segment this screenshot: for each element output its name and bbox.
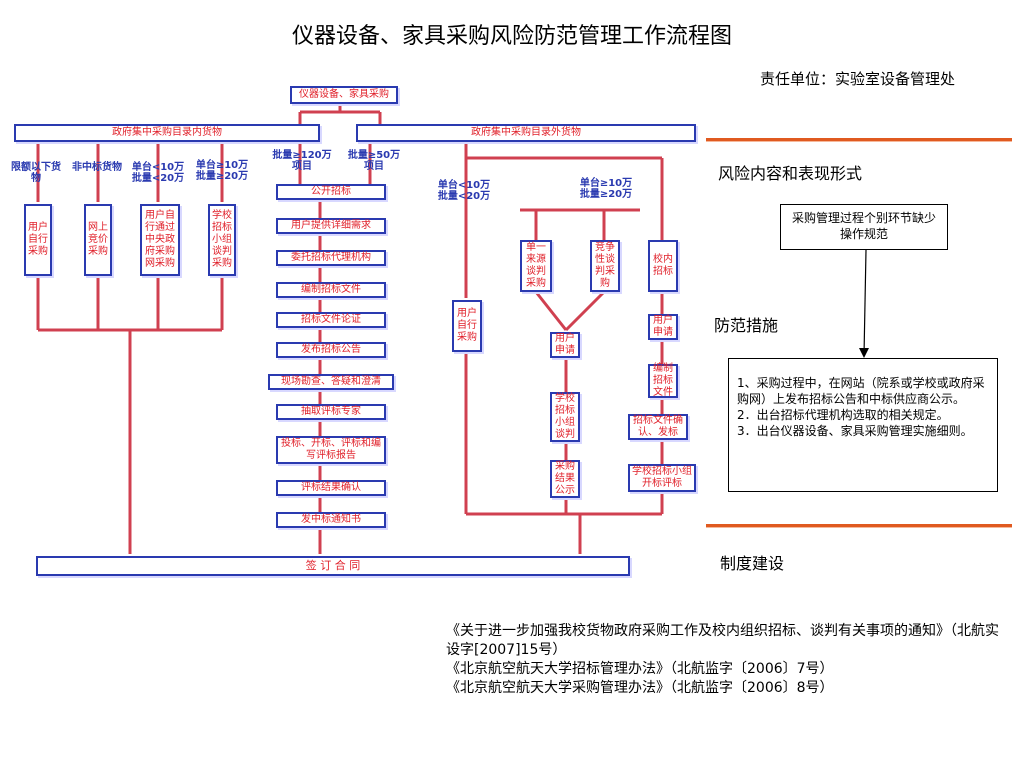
- box-central-gov-purchase: 用户自行通过中央政府采购网采购: [140, 204, 180, 276]
- step-open-bidding: 公开招标: [276, 184, 386, 200]
- box-col2-user-request: 用户申请: [648, 314, 678, 340]
- box-competitive-negotiation: 竞争性谈判采购: [590, 240, 620, 292]
- heading-measures: 防范措施: [714, 316, 779, 335]
- label-under-10w: 单台<10万 批量<20万: [131, 162, 185, 184]
- branch-out-catalog: 政府集中采购目录外货物: [356, 124, 696, 142]
- measures-box: 1、采购过程中，在网站（院系或学校或政府采购网）上发布招标公告和中标供应商公示。…: [728, 358, 998, 492]
- box-sign-contract: 签 订 合 同: [36, 556, 630, 576]
- page-title: 仪器设备、家具采购风险防范管理工作流程图: [291, 24, 732, 49]
- box-col1-negotiation: 学校招标小组谈判: [550, 392, 580, 442]
- box-col2-prepare-docs: 编制招标文件: [648, 363, 678, 398]
- reference-item: 《关于进一步加强我校货物政府采购工作及校内组织招标、谈判有关事项的通知》（北航实…: [446, 623, 999, 658]
- label-over-10w: 单台≥10万 批量≥20万: [195, 160, 249, 182]
- box-col2-confirm-issue: 招标文件确认、发标: [628, 414, 688, 440]
- reference-item: 《北京航空航天大学招标管理办法》（北航监字〔2006〕7号）: [446, 661, 834, 677]
- box-col1-user-request: 用户申请: [550, 332, 580, 358]
- reference-list: 《关于进一步加强我校货物政府采购工作及校内组织招标、谈判有关事项的通知》（北航实…: [446, 622, 1006, 698]
- label-120w: 批量≥120万 项目: [272, 150, 332, 172]
- divider-risk: [706, 138, 1012, 142]
- heading-system: 制度建设: [720, 554, 785, 573]
- step-agency: 委托招标代理机构: [276, 250, 386, 266]
- measure-1: 1、采购过程中，在网站（院系或学校或政府采购网）上发布招标公告和中标供应商公示。: [737, 376, 985, 406]
- box-col1-publicity: 采购结果公示: [550, 460, 580, 498]
- step-site-visit: 现场勘查、答疑和澄清: [268, 374, 394, 390]
- box-right-self-purchase: 用户自行采购: [452, 300, 482, 352]
- box-internal-bidding: 校内招标: [648, 240, 678, 292]
- label-below-limit: 限额以下货物: [11, 162, 61, 184]
- box-online-bidding: 网上竞价采购: [84, 204, 112, 276]
- step-publish-notice: 发布招标公告: [276, 342, 386, 358]
- step-bid-evaluation: 投标、开标、评标和编写评标报告: [276, 436, 386, 464]
- step-award-notice: 发中标通知书: [276, 512, 386, 528]
- step-user-requirements: 用户提供详细需求: [276, 218, 386, 234]
- step-docs-review: 招标文件论证: [276, 312, 386, 328]
- step-result-confirm: 评标结果确认: [276, 480, 386, 496]
- risk-content-box: 采购管理过程个别环节缺少操作规范: [780, 204, 948, 250]
- label-right-over: 单台≥10万 批量≥20万: [579, 178, 633, 200]
- box-col2-open-evaluate: 学校招标小组开标评标: [628, 464, 696, 492]
- box-school-negotiation: 学校招标小组谈判采购: [208, 204, 236, 276]
- branch-in-catalog: 政府集中采购目录内货物: [14, 124, 320, 142]
- heading-risk: 风险内容和表现形式: [718, 164, 863, 183]
- responsible-unit: 责任单位：实验室设备管理处: [760, 70, 956, 88]
- flow-start: 仪器设备、家具采购: [290, 86, 398, 104]
- reference-item: 《北京航空航天大学采购管理办法》（北航监字〔2006〕8号）: [446, 680, 834, 696]
- divider-system: [706, 524, 1012, 528]
- step-prepare-docs: 编制招标文件: [276, 282, 386, 298]
- measure-2: 2．出台招标代理机构选取的相关规定。: [737, 408, 949, 422]
- label-non-winning: 非中标货物: [72, 162, 122, 173]
- label-50w: 批量≥50万 项目: [347, 150, 401, 172]
- label-right-under: 单台<10万 批量<20万: [437, 180, 491, 202]
- box-self-purchase: 用户自行采购: [24, 204, 52, 276]
- measure-3: 3．出台仪器设备、家具采购管理实施细则。: [737, 424, 973, 438]
- box-single-source: 单一来源谈判采购: [520, 240, 552, 292]
- step-select-experts: 抽取评标专家: [276, 404, 386, 420]
